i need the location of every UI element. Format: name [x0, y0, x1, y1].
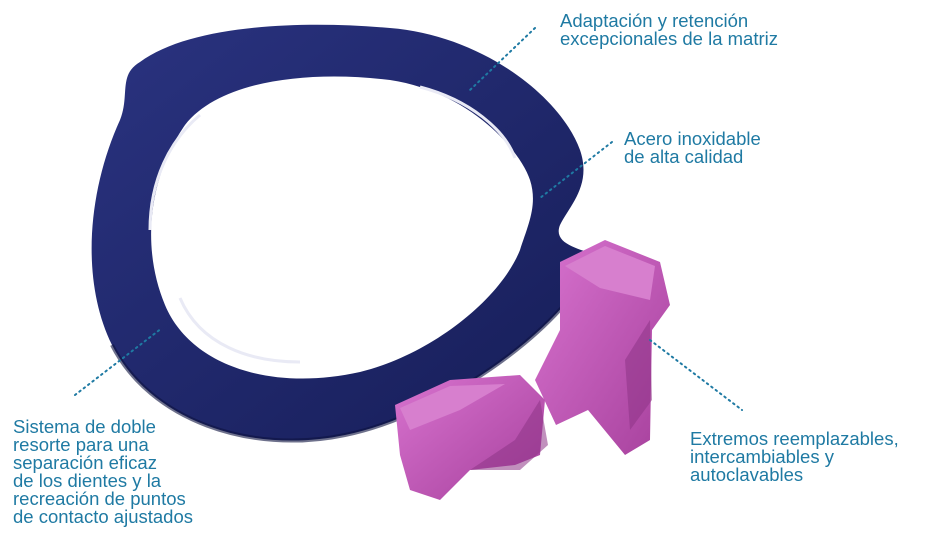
annotation-stainless-steel: Acero inoxidable de alta calidad: [624, 128, 761, 167]
leader-tips: [649, 339, 743, 411]
replaceable-tips: [395, 240, 670, 500]
tip-left-face: [400, 384, 505, 430]
leader-spring: [74, 327, 163, 396]
annotation-double-spring: Sistema de doble resorte para una separa…: [13, 416, 193, 527]
ring-inner-slot: [148, 85, 517, 364]
annotation-replaceable-tips: Extremos reemplazables, intercambiables …: [690, 428, 899, 485]
ring-outer-band: [91, 24, 606, 441]
leader-retention: [469, 27, 536, 91]
ring: [91, 24, 606, 443]
ring-shadow-edge: [110, 296, 572, 443]
leader-steel: [539, 141, 613, 199]
tip-right-face: [565, 246, 655, 300]
annotation-matrix-retention: Adaptación y retención excepcionales de …: [560, 10, 778, 49]
